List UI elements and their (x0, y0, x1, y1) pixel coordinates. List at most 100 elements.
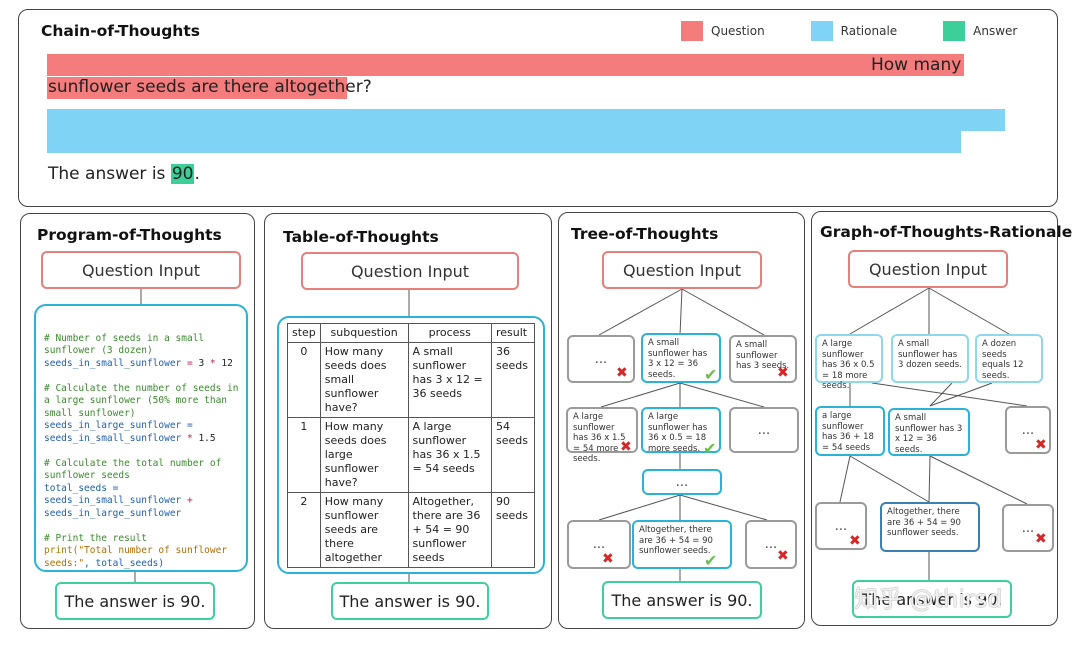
check-icon: ✔ (704, 365, 718, 384)
tot-cell-step: 1 (287, 416, 321, 493)
legend-rationale-swatch (810, 21, 833, 41)
code-var-3: total_seeds = seeds_in_small_sunflower (44, 482, 182, 507)
code-val-2: 1.5 (198, 432, 216, 444)
tree-connectors (598, 288, 768, 581)
question-bar-1 (47, 54, 964, 76)
tree-node-1c: A small sunflower has 3 seeds. (729, 335, 797, 383)
tot-cell-process: Altogether, there are 36 + 54 = 90 sunfl… (407, 491, 493, 568)
code-var-1: seeds_in_small_sunflower (44, 357, 182, 369)
pot-code-box: # Number of seeds in a small sunflower (… (34, 304, 248, 572)
code-comment-4: # Print the result (44, 532, 147, 544)
table-row: 1 How many seeds does large sunflower ha… (287, 416, 535, 493)
code-comment-3: # Calculate the total number of sunflowe… (44, 457, 222, 482)
tree-node-4b: Altogether, there are 36 + 54 = 90 sunfl… (632, 520, 732, 569)
code-eq-1: = (181, 357, 199, 369)
pot-code: # Number of seeds in a small sunflower (… (44, 320, 238, 570)
tot-cell-step: 2 (287, 491, 321, 568)
got-node-3c: ... (1002, 504, 1054, 552)
tot-cell-process: A large sunflower has 36 x 1.5 = 54 seed… (407, 416, 493, 493)
tot-header-process: process (407, 322, 493, 343)
question-bar-2 (47, 77, 347, 99)
code-op-2: * (181, 432, 199, 444)
tot-title: Table-of-Thoughts (283, 228, 439, 246)
got-answer-box: The answer is 90. (852, 580, 1012, 618)
got-node-3b: Altogether, there are 36 + 54 = 90 sunfl… (880, 502, 980, 552)
got-title: Graph-of-Thoughts-Rationale (820, 223, 1073, 241)
tot-cell-result: 36 seeds (491, 341, 535, 418)
tot-cell-process: A small sunflower has 3 x 12 = 36 seeds (407, 341, 493, 418)
legend: Question Rationale Answer (681, 20, 1021, 42)
tot-connectors (408, 290, 410, 582)
tot-answer-box: The answer is 90. (331, 582, 489, 620)
tree-question-box: Question Input (602, 251, 762, 289)
code-str-4: ("Total number of sunflower seeds:" (44, 545, 228, 569)
question-text-1: How many (871, 55, 962, 75)
tree-answer-box: The answer is 90. (602, 581, 762, 619)
cross-icon: ✖ (602, 551, 614, 567)
tree-node-1a: ... (567, 335, 635, 383)
tot-header-row: step subquestion process result (287, 322, 535, 343)
code-var-3b: seeds_in_large_sunflower (44, 507, 182, 519)
code-op-3: + (181, 495, 193, 506)
cot-answer-prefix: The answer is (48, 164, 171, 184)
got-node-2b: A small sunflower has 3 x 12 = 36 seeds. (888, 408, 970, 456)
got-node-2a: a large sunflower has 36 + 18 = 54 seeds (815, 406, 885, 456)
pot-title: Program-of-Thoughts (37, 226, 222, 244)
code-val-1b: 12 (221, 357, 233, 369)
got-panel: Graph-of-Thoughts-Rationale Question Inp… (811, 211, 1072, 626)
pot-question-box: Question Input (41, 251, 241, 289)
table-row: 2 How many sunflower seeds are there alt… (287, 491, 535, 568)
cot-title: Chain-of-Thoughts (41, 22, 200, 40)
tot-table: step subquestion process result 0 How ma… (287, 322, 535, 568)
code-rest-4: , total_seeds) (84, 557, 165, 569)
cross-icon: ✖ (1035, 531, 1047, 547)
watermark: 知乎 @thirsd (854, 585, 1003, 613)
legend-answer-swatch (943, 21, 966, 41)
tot-cell-subquestion: How many seeds does large sunflower have… (319, 416, 409, 493)
cot-panel: Chain-of-Thoughts Question Rationale Ans… (18, 9, 1058, 207)
tot-table-box: step subquestion process result 0 How ma… (277, 316, 545, 574)
tree-node-4a: ... (567, 520, 631, 569)
rationale-bar-1 (47, 109, 1005, 131)
got-node-1a: A large sunflower has 36 x 0.5 = 18 more… (815, 334, 883, 391)
tot-header-result: result (491, 322, 535, 343)
tot-header-step: step (287, 322, 321, 343)
tree-node-3: ... (642, 469, 722, 495)
cross-icon: ✖ (616, 365, 628, 381)
pot-connectors (134, 289, 142, 582)
rationale-bar-2 (47, 131, 961, 153)
legend-question-swatch (681, 21, 703, 41)
cross-icon: ✖ (849, 533, 861, 549)
code-fn-4: print (44, 545, 73, 556)
pot-panel: Program-of-Thoughts Question Input # Num… (20, 213, 255, 629)
table-row: 0 How many seeds does small sunflower ha… (287, 341, 535, 418)
cot-answer-suffix: . (194, 164, 200, 184)
legend-answer-label: Answer (973, 24, 1018, 38)
cross-icon: ✖ (777, 365, 789, 381)
check-icon: ✔ (703, 439, 717, 458)
code-comment-1: # Number of seeds in a small sunflower (… (44, 332, 205, 357)
tree-node-2c: ... (729, 407, 799, 453)
cross-icon: ✖ (620, 439, 632, 455)
legend-question-label: Question (711, 24, 765, 38)
cot-answer-value: 90 (170, 164, 195, 184)
tot-panel: Table-of-Thoughts Question Input step su… (264, 213, 552, 629)
code-val-1: 3 (198, 357, 205, 369)
tree-panel: Tree-of-Thoughts Question Input ... ✖ A … (558, 212, 805, 629)
pot-answer-box: The answer is 90. (55, 582, 215, 620)
code-op-1: * (204, 357, 222, 369)
got-node-3a: ... (815, 502, 867, 550)
tot-cell-subquestion: How many sunflower seeds are there altog… (319, 491, 409, 568)
tot-cell-subquestion: How many seeds does small sunflower have… (319, 341, 409, 418)
code-comment-2: # Calculate the number of seeds in a lar… (44, 382, 239, 419)
got-node-1c: A dozen seeds equals 12 seeds. (975, 334, 1043, 383)
tree-node-1b: A small sunflower has 3 x 12 = 36 seeds. (641, 333, 721, 383)
check-icon: ✔ (704, 551, 718, 570)
question-text-2: sunflower seeds are there altogether? (48, 77, 372, 97)
tree-node-4c: ... (745, 520, 797, 569)
cross-icon: ✖ (1035, 437, 1047, 453)
tot-cell-result: 90 seeds (491, 491, 535, 568)
tree-node-2b: A large sunflower has 36 x 0.5 = 18 more… (641, 407, 721, 454)
got-question-box: Question Input (848, 250, 1008, 288)
got-connectors (839, 287, 1028, 580)
